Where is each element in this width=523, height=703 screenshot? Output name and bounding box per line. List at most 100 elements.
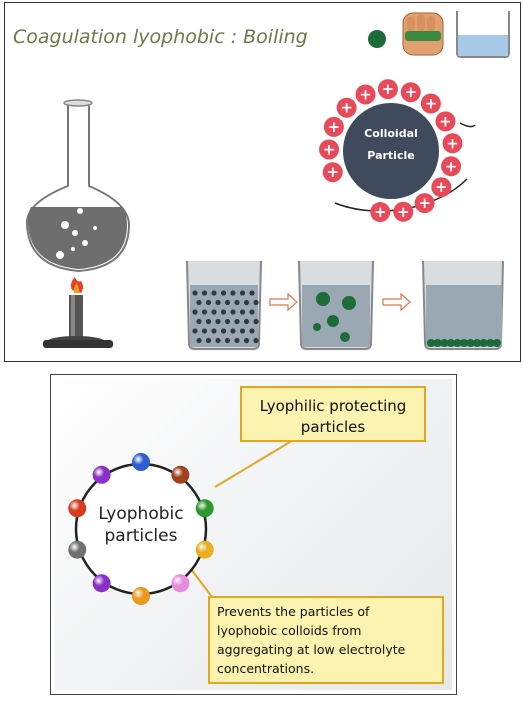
particle-label-line2: Particle xyxy=(367,149,414,162)
colloid-dot xyxy=(201,309,208,315)
callout-lyophilic: Lyophilic protecting particles xyxy=(240,386,426,442)
colloid-dot xyxy=(192,328,198,334)
beaker-aggregating xyxy=(298,260,374,350)
sediment-clump xyxy=(427,339,435,347)
particle-label-line1: Colloidal xyxy=(364,127,418,140)
svg-text:+: + xyxy=(374,203,387,221)
svg-text:+: + xyxy=(359,85,372,103)
svg-text:+: + xyxy=(340,99,353,117)
protection-panel-background: Lyophobic particles Lyophilic protecting… xyxy=(55,379,452,690)
colloid-dot xyxy=(224,318,231,325)
colloid-dot xyxy=(230,290,236,296)
colloid-dot xyxy=(224,299,231,306)
colloid-dot xyxy=(243,299,250,306)
sediment-clump xyxy=(460,339,468,347)
colloid-dot xyxy=(239,290,246,296)
colloid-dot xyxy=(220,328,227,334)
protecting-bead xyxy=(92,465,111,484)
callout-prevents-line4: concentrations. xyxy=(217,661,314,676)
sediment-clump xyxy=(440,339,449,347)
positive-charge: + xyxy=(355,84,376,105)
boiling-flask xyxy=(25,99,131,273)
svg-text:+: + xyxy=(326,163,339,181)
colloid-dot xyxy=(201,328,208,334)
svg-text:+: + xyxy=(425,95,438,113)
callout-prevents: Prevents the particles of lyophobic coll… xyxy=(208,596,444,684)
protecting-beads xyxy=(68,453,214,605)
svg-text:+: + xyxy=(397,203,410,221)
svg-text:+: + xyxy=(382,80,395,98)
colloidal-particle xyxy=(343,103,439,199)
protecting-bead xyxy=(171,574,190,593)
sediment-clump xyxy=(446,339,455,347)
positive-charge: + xyxy=(442,133,463,154)
colloid-dot xyxy=(220,309,227,315)
colloidal-particle-diagram: Colloidal Particle xyxy=(334,103,476,212)
positive-charge: + xyxy=(323,116,344,137)
colloid-dot xyxy=(253,299,259,306)
colloid-dot xyxy=(224,337,231,344)
positive-charges: +++++++++++++++ xyxy=(319,79,463,223)
svg-text:+: + xyxy=(328,118,341,136)
svg-text:+: + xyxy=(404,83,417,101)
callout-prevents-line1: Prevents the particles of xyxy=(217,604,370,619)
colloid-dot xyxy=(211,290,217,296)
sediment-clump xyxy=(479,339,488,347)
callout-pointer-top xyxy=(214,438,296,488)
positive-charge: + xyxy=(393,201,414,222)
positive-charge: + xyxy=(322,162,343,183)
colloid-dot xyxy=(201,290,208,296)
colloid-dot xyxy=(205,299,212,306)
colloid-dot xyxy=(192,309,198,315)
colloid-dot xyxy=(205,318,212,325)
green-particle-icon xyxy=(368,30,386,48)
protection-panel: Lyophobic particles Lyophilic protecting… xyxy=(50,374,457,695)
arrow-right-icon xyxy=(269,292,298,312)
protecting-bead xyxy=(171,465,190,484)
bunsen-burner xyxy=(43,277,113,348)
sediment-clump xyxy=(453,339,462,347)
colloid-dot xyxy=(196,337,202,344)
protecting-bead xyxy=(195,499,214,518)
colloid-dot xyxy=(230,328,236,334)
svg-text:+: + xyxy=(439,112,452,130)
colloid-dot xyxy=(243,337,250,344)
sediment-clump xyxy=(466,339,475,347)
arrow-right-icon xyxy=(382,292,411,312)
colloid-dot xyxy=(234,299,240,306)
callout-lyophilic-line1: Lyophilic protecting xyxy=(260,397,407,415)
colloid-dot xyxy=(196,299,202,306)
positive-charge: + xyxy=(319,139,340,160)
colloid-dot xyxy=(249,328,255,334)
sediment-clump xyxy=(493,339,501,347)
colloid-dot xyxy=(205,337,212,344)
positive-charge: + xyxy=(420,93,441,114)
positive-charge: + xyxy=(336,97,357,118)
beaker-coagulated xyxy=(422,260,504,350)
colloid-dot xyxy=(243,318,250,325)
sediment-clump xyxy=(486,339,495,347)
protecting-bead xyxy=(68,499,87,518)
svg-text:+: + xyxy=(323,140,336,158)
colloid-dot xyxy=(215,299,221,306)
panel-title: Coagulation lyophobic : Boiling xyxy=(13,26,308,48)
svg-text:+: + xyxy=(445,157,458,175)
colloid-dot xyxy=(215,337,221,344)
svg-text:+: + xyxy=(446,134,459,152)
positive-charge: + xyxy=(435,111,456,132)
hand-icon xyxy=(402,12,444,56)
colloid-dot xyxy=(239,328,246,334)
protecting-bead xyxy=(92,574,111,593)
beaker-icon xyxy=(456,11,510,58)
positive-charge: + xyxy=(400,82,421,103)
positive-charge: + xyxy=(441,156,462,177)
colloid-dot xyxy=(211,309,217,315)
colloid-dot xyxy=(249,290,255,296)
colloid-dot xyxy=(249,309,255,315)
colloid-dot xyxy=(234,318,240,325)
colloid-dot xyxy=(196,318,202,325)
callout-lyophilic-line2: particles xyxy=(301,418,366,436)
protection-illustration: Lyophobic particles Lyophilic protecting… xyxy=(68,386,444,684)
lyophobic-label-line2: particles xyxy=(105,526,178,546)
colloid-dot xyxy=(220,290,227,296)
